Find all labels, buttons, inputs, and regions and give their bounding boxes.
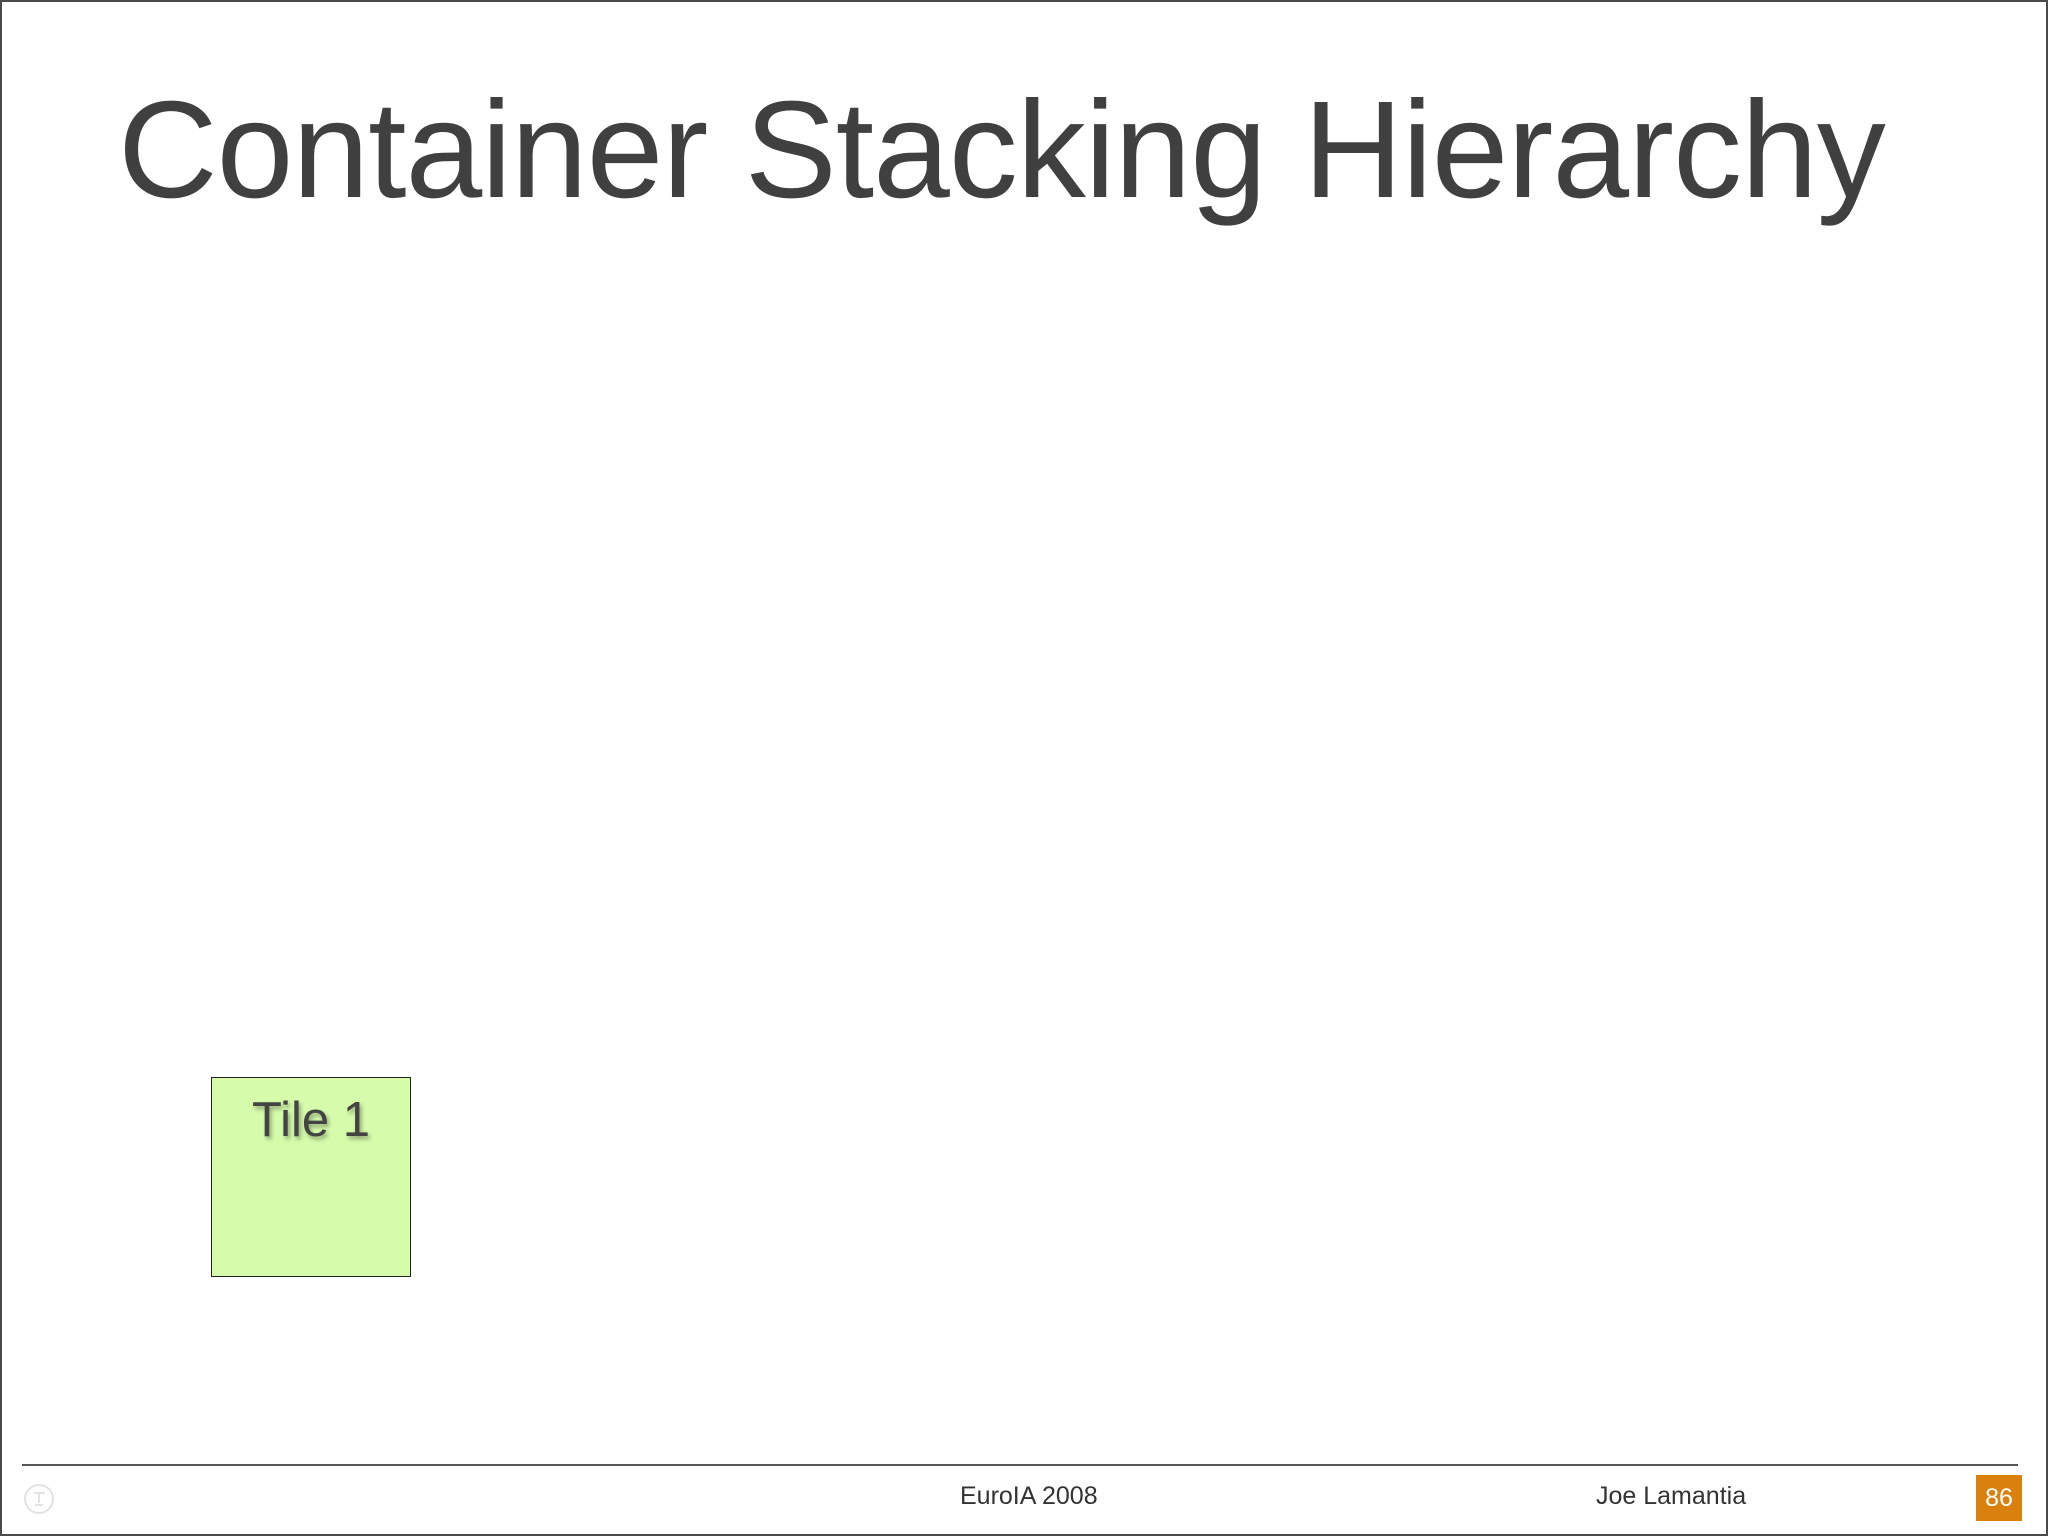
footer-event: EuroIA 2008: [960, 1482, 1098, 1510]
page-number-badge: 86: [1976, 1475, 2022, 1521]
cc-logo-icon: [24, 1484, 54, 1514]
footer-divider: [22, 1464, 2018, 1466]
tile-label: Tile 1: [251, 1093, 370, 1147]
footer-author: Joe Lamantia: [1596, 1482, 1747, 1510]
tile: Tile 1: [211, 1077, 411, 1277]
slide-title: Container Stacking Hierarchy: [118, 73, 1886, 227]
